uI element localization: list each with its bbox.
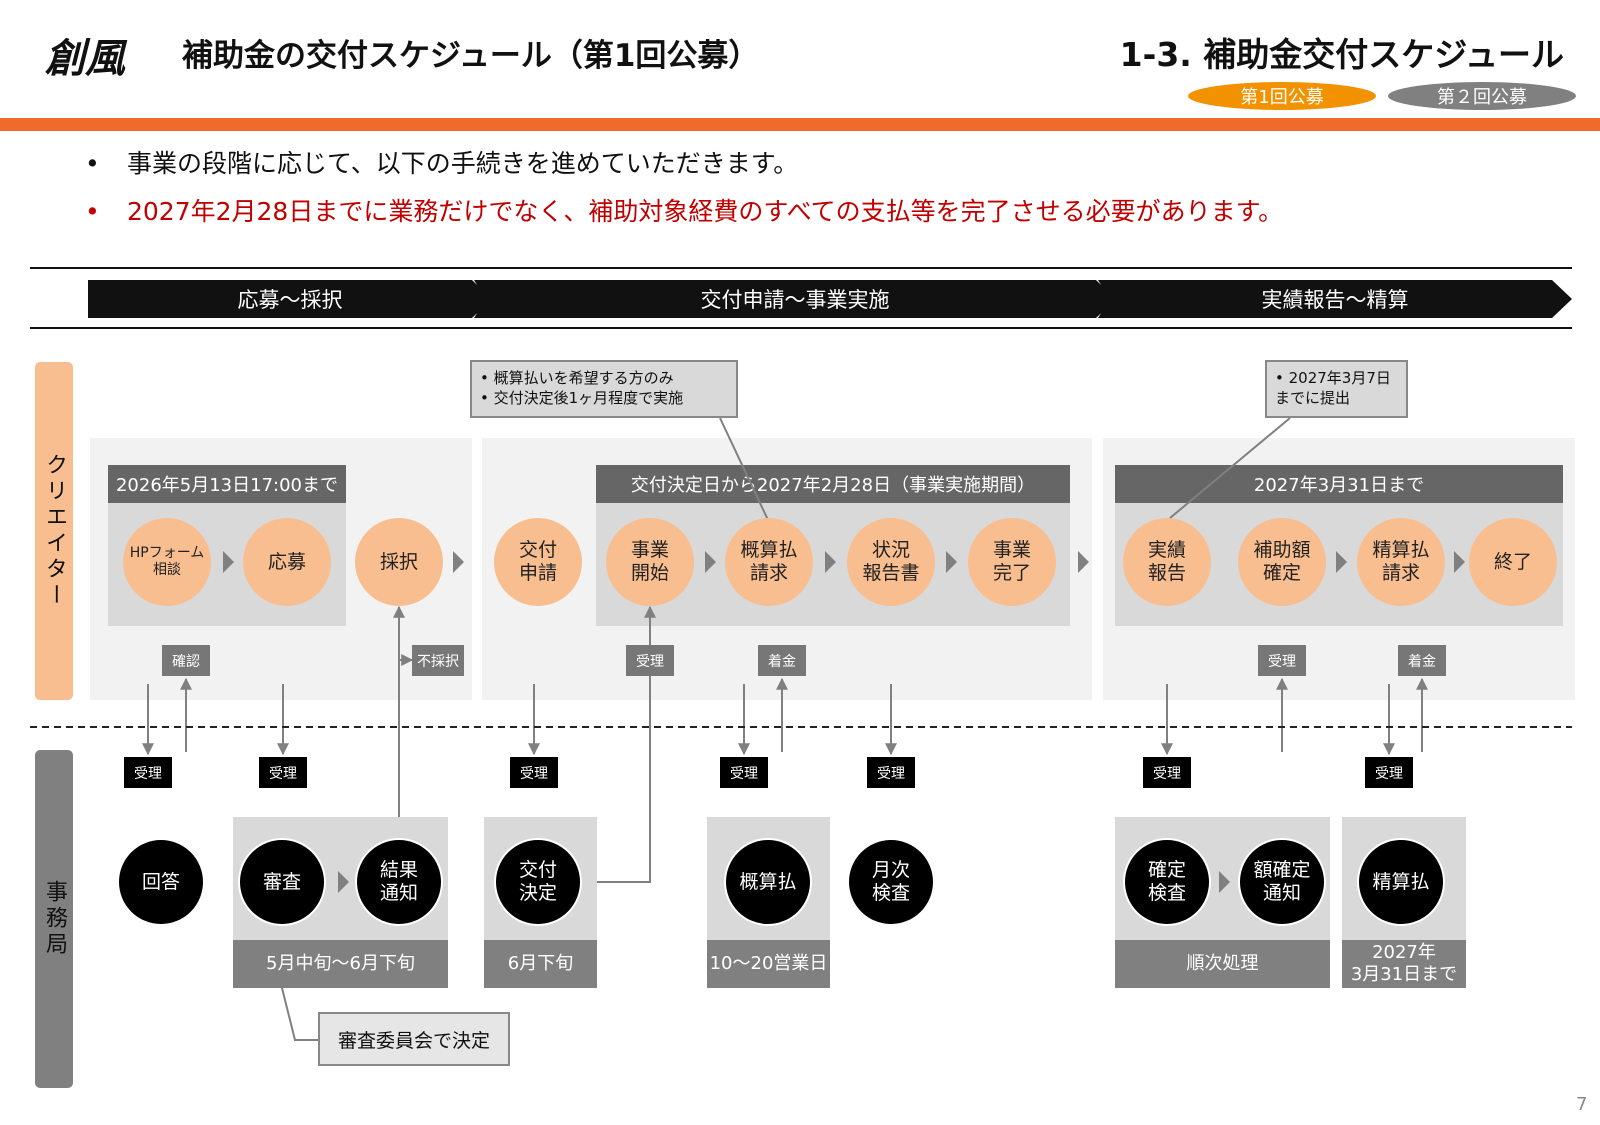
- accent-bar: [0, 118, 1600, 131]
- lane-creator: クリエイター: [35, 362, 73, 700]
- period-header: 2027年3月31日まで: [1115, 465, 1563, 503]
- page-number: 7: [1576, 1094, 1588, 1115]
- step-settle-request: 精算払 請求: [1357, 518, 1445, 606]
- divider: [30, 267, 1572, 269]
- badge-round-2: 第２回公募: [1388, 82, 1576, 110]
- office-step-decision: 交付 決定: [494, 838, 582, 926]
- callout-advance: • 概算払いを希望する方のみ • 交付決定後1ヶ月程度で実施: [470, 360, 738, 418]
- period-label: 5月中旬～6月下旬: [233, 940, 448, 988]
- step-amount-confirm: 補助額 確定: [1238, 518, 1326, 606]
- arrow-right-icon: [1078, 551, 1089, 573]
- arrow-right-icon: [705, 551, 716, 573]
- step-complete: 事業 完了: [968, 518, 1056, 606]
- bullet-text: 2027年2月28日までに業務だけでなく、補助対象経費のすべての支払等を完了させ…: [127, 197, 1284, 226]
- label-received: 受理: [720, 757, 768, 788]
- arrow-right-icon: [453, 551, 464, 573]
- label-received: 受理: [1258, 645, 1306, 676]
- phase-2: 交付申請～事業実施: [474, 280, 1116, 318]
- label-confirm: 確認: [162, 645, 210, 676]
- arrow-right-icon: [1336, 551, 1347, 573]
- office-step-monthly-inspect: 月次 検査: [847, 838, 935, 926]
- lane-office: 事務局: [35, 750, 73, 1088]
- label-received: 受理: [124, 757, 172, 788]
- step-adopt: 採択: [355, 518, 443, 606]
- label-received: 受理: [1365, 757, 1413, 788]
- step-apply: 応募: [243, 518, 331, 606]
- phase-3: 実績報告～精算: [1098, 280, 1572, 318]
- step-end: 終了: [1469, 518, 1557, 606]
- section-title: 1-3. 補助金交付スケジュール: [1119, 35, 1564, 74]
- label-received: 受理: [510, 757, 558, 788]
- arrow-right-icon: [825, 551, 836, 573]
- arrow-right-icon: [1219, 871, 1230, 893]
- period-header: 2026年5月13日17:00まで: [108, 465, 346, 503]
- label-payment-received: 着金: [758, 645, 806, 676]
- step-hp-consult: HPフォーム 相談: [123, 518, 211, 606]
- label-received: 受理: [867, 757, 915, 788]
- step-status-report: 状況 報告書: [847, 518, 935, 606]
- office-step-review: 審査: [238, 838, 326, 926]
- office-step-settle-pay: 精算払: [1357, 838, 1445, 926]
- period-header: 交付決定日から2027年2月28日（事業実施期間）: [596, 465, 1070, 503]
- badge-round-1: 第1回公募: [1188, 82, 1376, 110]
- bullet-2: •2027年2月28日までに業務だけでなく、補助対象経費のすべての支払等を完了さ…: [85, 197, 1284, 226]
- period-label: 順次処理: [1115, 940, 1330, 988]
- arrow-right-icon: [223, 551, 234, 573]
- arrow-right-icon: [1454, 551, 1465, 573]
- callout-deadline: • 2027年3月7日 までに提出: [1265, 360, 1408, 418]
- arrow-right-icon: [946, 551, 957, 573]
- period-label: 2027年 3月31日まで: [1342, 940, 1466, 988]
- step-grant-apply: 交付 申請: [494, 518, 582, 606]
- office-step-final-inspect: 確定 検査: [1123, 838, 1211, 926]
- label-payment-received: 着金: [1398, 645, 1446, 676]
- note-committee: 審査委員会で決定: [318, 1012, 510, 1066]
- arrow-right-icon: [338, 871, 349, 893]
- phase-1: 応募～採択: [88, 280, 492, 318]
- bullet-text: 事業の段階に応じて、以下の手続きを進めていただきます。: [127, 149, 799, 178]
- label-received: 受理: [626, 645, 674, 676]
- period-label: 6月下旬: [484, 940, 597, 988]
- label-received: 受理: [1143, 757, 1191, 788]
- office-step-amount-notify: 額確定 通知: [1238, 838, 1326, 926]
- step-start: 事業 開始: [606, 518, 694, 606]
- bullet-1: •事業の段階に応じて、以下の手続きを進めていただきます。: [85, 149, 799, 178]
- period-label: 10～20営業日: [707, 940, 830, 988]
- page-title: 補助金の交付スケジュール（第1回公募）: [182, 38, 760, 74]
- label-received: 受理: [259, 757, 307, 788]
- office-step-answer: 回答: [117, 838, 205, 926]
- office-step-notify: 結果 通知: [355, 838, 443, 926]
- logo: 創風: [45, 35, 125, 82]
- step-advance-request: 概算払 請求: [725, 518, 813, 606]
- divider: [30, 327, 1572, 329]
- step-result-report: 実績 報告: [1123, 518, 1211, 606]
- office-step-advance-pay: 概算払: [724, 838, 812, 926]
- label-rejected: 不採択: [412, 645, 464, 676]
